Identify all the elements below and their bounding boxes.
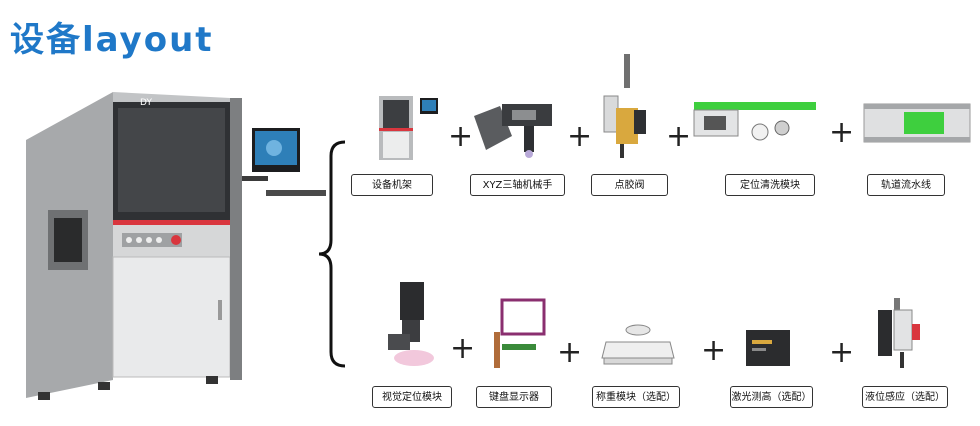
weighing-scale-icon	[601, 324, 675, 365]
xyz-robot-arm-icon	[474, 104, 552, 158]
label-weighing-scale: 称重模块（选配）	[592, 386, 680, 408]
keyboard-monitor-icon	[494, 298, 546, 368]
plus-sign: +	[829, 335, 855, 370]
plus-sign: +	[701, 333, 727, 368]
label-frame: 设备机架	[351, 174, 433, 196]
brand-mark: DY	[140, 98, 152, 108]
cleaning-module-icon	[693, 102, 816, 141]
conveyor-track-icon	[863, 103, 971, 143]
frame-icon	[379, 96, 438, 160]
plus-sign: +	[450, 331, 476, 366]
label-liquid-level-sensor: 液位感应（选配）	[862, 386, 948, 408]
plus-sign: +	[829, 115, 855, 150]
label-vision-camera: 视觉定位模块	[372, 386, 452, 408]
plus-sign: +	[557, 335, 583, 370]
plus-sign: +	[666, 119, 692, 154]
dispensing-valve-icon	[603, 54, 646, 158]
laser-height-sensor-icon	[746, 330, 790, 366]
liquid-level-sensor-icon	[878, 298, 920, 368]
label-conveyor-track: 轨道流水线	[867, 174, 945, 196]
label-xyz-robot-arm: XYZ三轴机械手	[470, 174, 565, 196]
label-dispensing-valve: 点胶阀	[591, 174, 668, 196]
plus-sign: +	[448, 119, 474, 154]
label-keyboard-monitor: 键盘显示器	[476, 386, 552, 408]
grouping-brace	[318, 140, 346, 368]
page-title: 设备layout	[10, 20, 214, 60]
label-cleaning-module: 定位清洗模块	[725, 174, 815, 196]
label-laser-height-sensor: 激光测高（选配）	[730, 386, 813, 408]
vision-camera-icon	[388, 282, 434, 366]
plus-sign: +	[567, 119, 593, 154]
machine-illustration: DY	[26, 92, 326, 400]
